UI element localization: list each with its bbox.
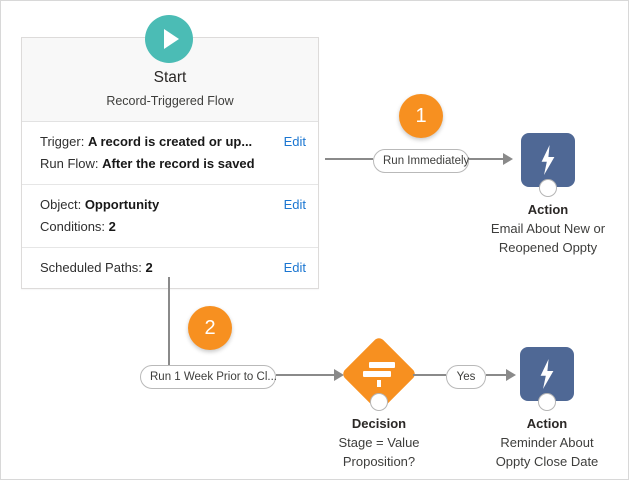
- run-flow-label: Run Flow:: [40, 156, 99, 171]
- connector-label-scheduled-path[interactable]: Run 1 Week Prior to Cl...: [140, 365, 277, 389]
- node-name-line2: Proposition?: [342, 454, 416, 469]
- start-element-card[interactable]: Start Record-Triggered Flow Trigger: A r…: [21, 37, 319, 289]
- start-row-object: Object: Opportunity Edit: [40, 194, 306, 216]
- start-section-object[interactable]: Object: Opportunity Edit Conditions: 2: [22, 185, 318, 248]
- start-row-trigger-text: Trigger: A record is created or up...: [40, 131, 252, 153]
- edit-object-link[interactable]: Edit: [283, 197, 306, 212]
- signpost-bar-top: [368, 361, 395, 368]
- node-action-email-about-new-oppty[interactable]: Action Email About New or Reopened Oppty: [459, 133, 628, 257]
- connector-start-to-scheduled-path-vertical: [168, 277, 170, 375]
- node-name-line1: Stage = Value: [338, 435, 420, 450]
- node-type-label: Decision: [351, 416, 407, 431]
- connector-scheduled-path-to-decision: [276, 374, 334, 376]
- play-triangle: [164, 29, 179, 49]
- signpost-bar-bottom: [362, 370, 391, 377]
- lightning-bolt-icon: [521, 133, 575, 187]
- start-section-scheduled-paths[interactable]: Scheduled Paths: 2 Edit: [22, 248, 318, 288]
- arrow-head-to-reminder-action: [506, 369, 516, 381]
- arrow-head-to-decision: [334, 369, 344, 381]
- conditions-value: 2: [108, 219, 116, 234]
- decision-icon-wrap: [340, 335, 418, 413]
- start-row-scheduled-paths-text: Scheduled Paths: 2: [40, 257, 153, 279]
- action-icon-wrap: [520, 347, 574, 411]
- start-row-run-flow-text: Run Flow: After the record is saved: [40, 153, 255, 175]
- node-connector-handle[interactable]: [538, 393, 556, 411]
- step-badge-2: 2: [188, 306, 232, 350]
- connector-decision-to-yes: [413, 374, 446, 376]
- node-type-label: Action: [527, 202, 569, 217]
- start-row-object-text: Object: Opportunity: [40, 194, 159, 216]
- bolt-glyph: [540, 359, 554, 389]
- scheduled-paths-label: Scheduled Paths:: [40, 260, 142, 275]
- connector-label-run-immediately[interactable]: Run Immediately: [373, 149, 469, 173]
- start-row-scheduled-paths: Scheduled Paths: 2 Edit: [40, 257, 306, 279]
- scheduled-paths-value: 2: [145, 260, 153, 275]
- edit-trigger-link[interactable]: Edit: [283, 134, 306, 149]
- start-subtitle: Record-Triggered Flow: [106, 94, 234, 108]
- step-badge-1: 1: [399, 94, 443, 138]
- connector-label-yes[interactable]: Yes: [446, 365, 486, 389]
- start-row-trigger: Trigger: A record is created or up... Ed…: [40, 131, 306, 153]
- node-name-line1: Email About New or: [490, 221, 606, 236]
- connector-yes-to-action: [486, 374, 506, 376]
- start-row-run-flow: Run Flow: After the record is saved: [40, 153, 306, 175]
- trigger-label: Trigger:: [40, 134, 85, 149]
- node-connector-handle[interactable]: [370, 393, 388, 411]
- trigger-value: A record is created or up...: [87, 134, 253, 149]
- lightning-bolt-icon: [520, 347, 574, 401]
- signpost-glyph: [352, 347, 406, 401]
- run-flow-value: After the record is saved: [102, 156, 255, 171]
- start-row-conditions-text: Conditions: 2: [40, 216, 116, 238]
- connector-start-to-run-immediately: [325, 158, 373, 160]
- object-label: Object:: [40, 197, 82, 212]
- node-decision-stage-value-proposition[interactable]: Decision Stage = Value Proposition?: [290, 335, 468, 471]
- bolt-glyph: [541, 145, 555, 175]
- node-action-reminder-oppty-close-date[interactable]: Action Reminder About Oppty Close Date: [461, 347, 628, 471]
- arrow-head-to-email-action: [503, 153, 513, 165]
- action-icon-wrap: [521, 133, 575, 197]
- node-type-label: Action: [526, 416, 568, 431]
- conditions-label: Conditions:: [40, 219, 106, 234]
- start-title: Start: [153, 69, 187, 86]
- play-icon: [145, 15, 193, 63]
- edit-scheduled-paths-link[interactable]: Edit: [283, 260, 306, 275]
- node-name-line2: Reopened Oppty: [498, 240, 598, 255]
- start-section-trigger[interactable]: Trigger: A record is created or up... Ed…: [22, 122, 318, 185]
- signpost-post: [377, 379, 381, 387]
- node-name-line1: Reminder About: [500, 435, 594, 450]
- object-value: Opportunity: [84, 197, 160, 212]
- node-name-line2: Oppty Close Date: [495, 454, 599, 469]
- start-row-conditions: Conditions: 2: [40, 216, 306, 238]
- node-connector-handle[interactable]: [539, 179, 557, 197]
- connector-run-immediately-to-action: [469, 158, 503, 160]
